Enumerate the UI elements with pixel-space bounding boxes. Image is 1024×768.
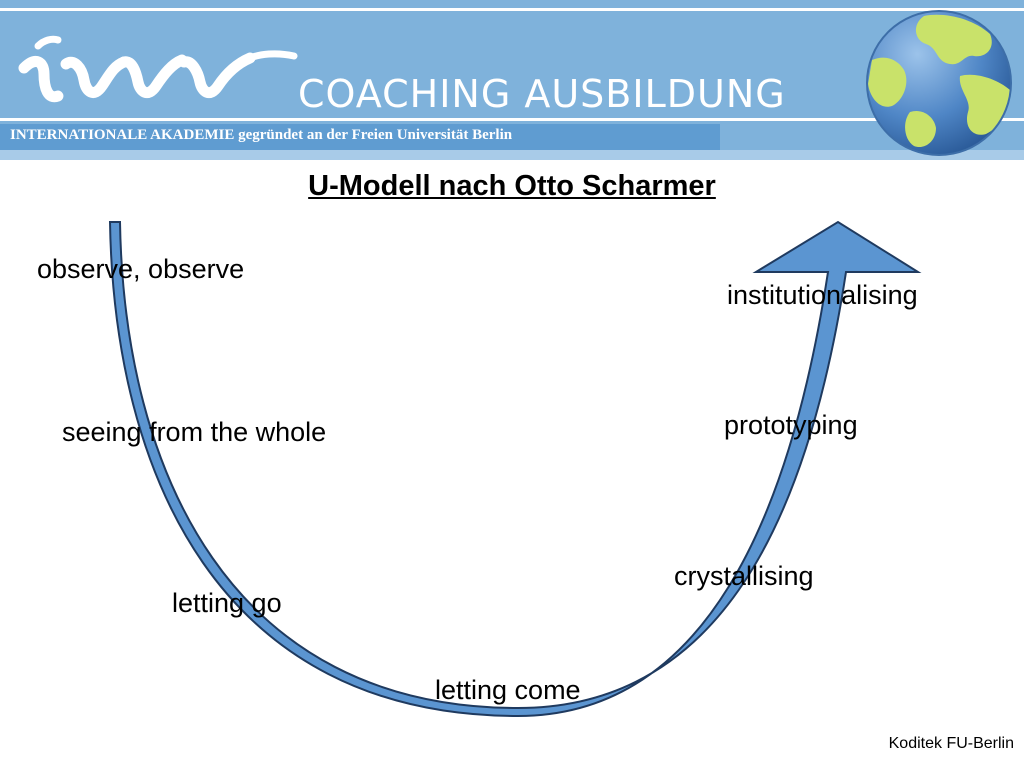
subtitle-bar — [0, 124, 720, 150]
footer-credit: Koditek FU-Berlin — [888, 735, 1014, 752]
header-banner: COACHING AUSBILDUNG INTERNATIONALE AKADE… — [0, 0, 1024, 150]
academy-subtitle: INTERNATIONALE AKADEMIE gegründet an der… — [10, 127, 513, 143]
stage-label-prototyping: prototyping — [724, 410, 858, 440]
brand-title: COACHING AUSBILDUNG — [298, 72, 786, 116]
stage-label-observe: observe, observe — [37, 254, 245, 284]
stage-label-letting-come: letting come — [435, 675, 581, 705]
page-title: U-Modell nach Otto Scharmer — [308, 170, 716, 202]
stage-label-institutionalising: institutionalising — [727, 280, 918, 310]
iww-logo-icon — [18, 35, 298, 103]
globe-icon — [866, 10, 1012, 156]
u-curve-arrow — [108, 220, 922, 718]
header-bottom-band — [0, 150, 1024, 160]
stage-label-letting-go: letting go — [172, 588, 282, 618]
stage-label-crystallising: crystallising — [674, 561, 814, 591]
header-divider — [0, 8, 1024, 11]
stage-label-seeing: seeing from the whole — [62, 417, 327, 447]
header-divider — [0, 118, 1024, 121]
